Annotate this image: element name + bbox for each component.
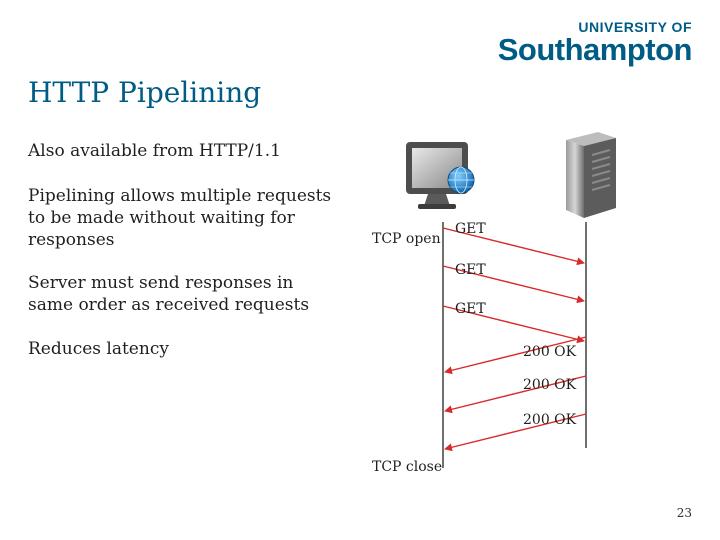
tcp-close-label: TCP close: [372, 459, 443, 475]
slide-title: HTTP Pipelining: [28, 76, 262, 109]
request-arrow: [442, 305, 585, 344]
response-label: 200 OK: [523, 377, 577, 393]
request-label: GET: [455, 301, 486, 317]
computer-icon: [406, 142, 475, 209]
response-label: 200 OK: [523, 412, 577, 428]
request-label: GET: [455, 262, 486, 278]
request-arrow: [442, 227, 585, 266]
server-tower-icon: [566, 132, 616, 218]
bullet-4: Reduces latency: [28, 339, 169, 359]
tcp-open-label: TCP open: [372, 231, 441, 247]
response-arrow: [444, 336, 587, 375]
page-number: 23: [676, 506, 692, 520]
response-label: 200 OK: [523, 344, 577, 360]
bullet-3: Server must send responses in same order…: [28, 273, 310, 315]
logo-line-2: Southampton: [497, 32, 693, 67]
bullet-2: Pipelining allows multiple requests to b…: [28, 186, 332, 250]
university-logo: UNIVERSITY OF Southampton: [497, 19, 693, 67]
response-arrow: [444, 375, 587, 414]
response-arrow: [444, 413, 587, 452]
request-label: GET: [455, 221, 486, 237]
logo-line-1: UNIVERSITY OF: [578, 19, 692, 35]
request-arrow: [442, 265, 585, 304]
bullet-1: Also available from HTTP/1.1: [28, 141, 281, 161]
